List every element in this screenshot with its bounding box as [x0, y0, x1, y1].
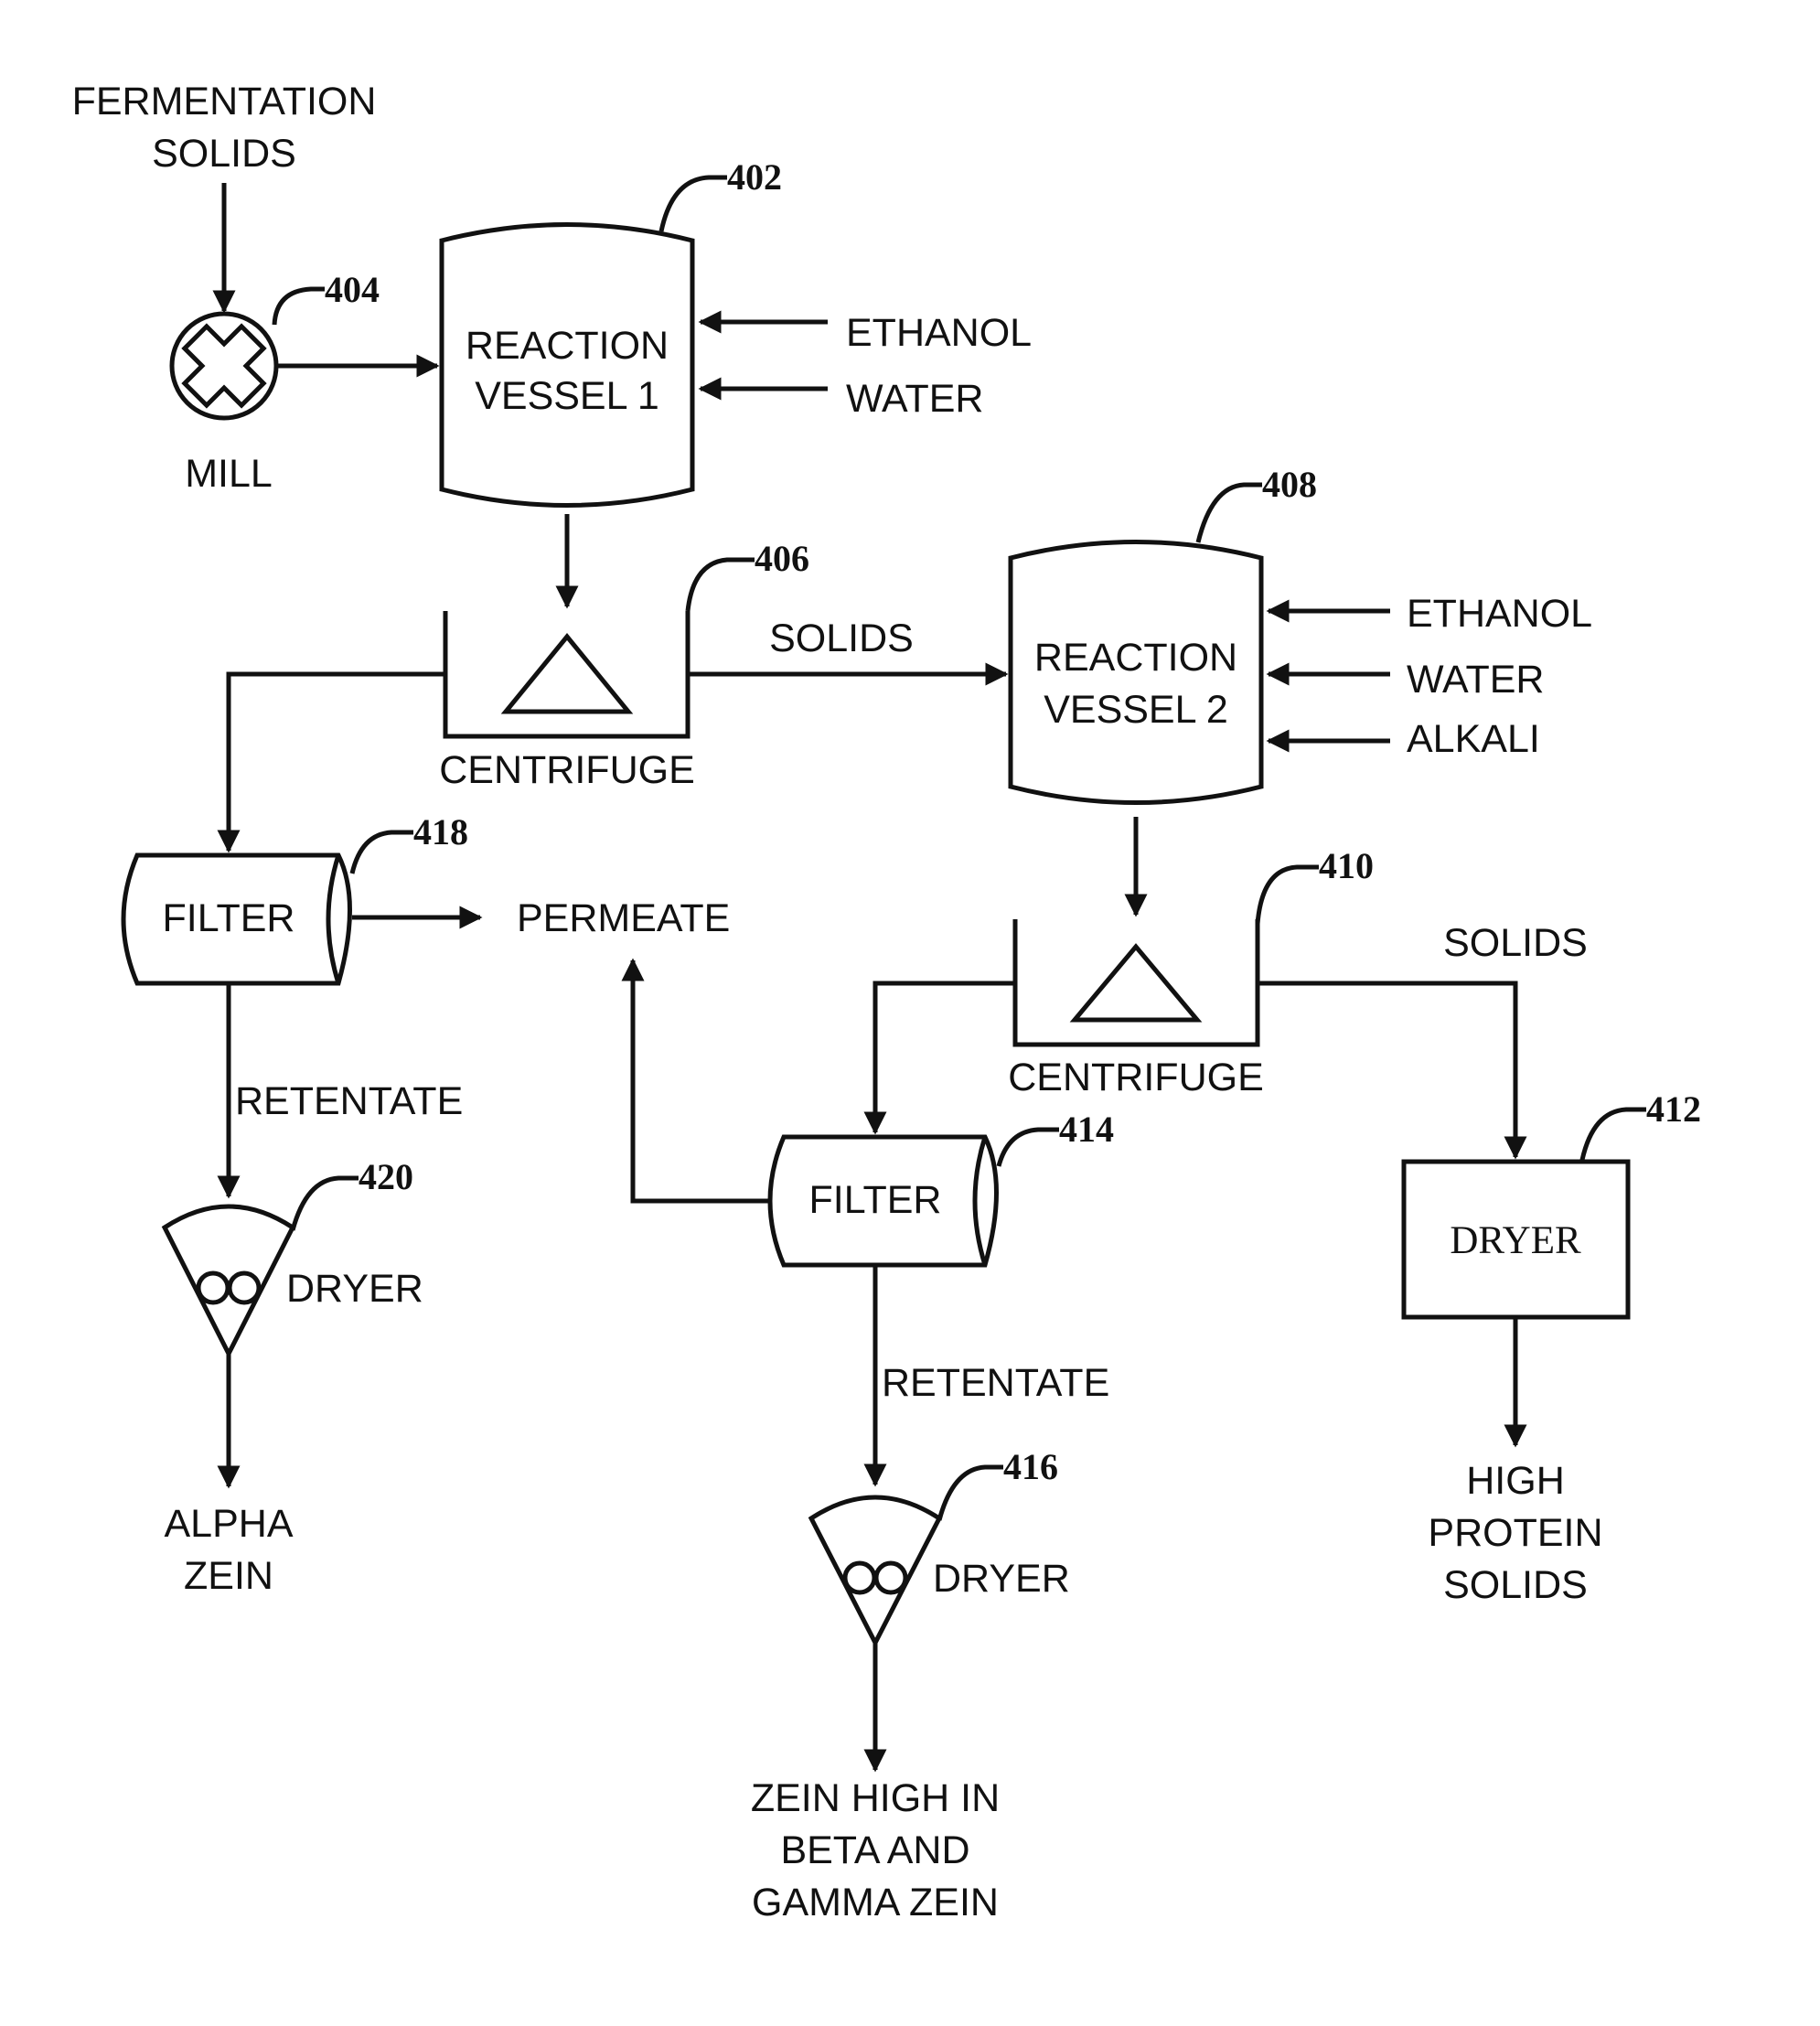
- product3-line1: HIGH: [1466, 1459, 1565, 1503]
- vessel1-label-line2: VESSEL 1: [475, 374, 659, 418]
- dryer-1: [165, 1206, 293, 1354]
- vessel1-label-line1: REACTION: [466, 324, 669, 368]
- centrifuge1-solids-label: SOLIDS: [769, 616, 914, 660]
- vessel2-ref-leader: [1198, 485, 1262, 542]
- permeate-label: PERMEATE: [517, 896, 730, 940]
- dryer2-label: DRYER: [933, 1557, 1070, 1601]
- filter2-to-permeate-arrow: [633, 960, 768, 1201]
- centrifuge2-solids-label: SOLIDS: [1443, 921, 1588, 965]
- retentate1-label: RETENTATE: [235, 1079, 463, 1123]
- product1-line1: ALPHA: [164, 1502, 293, 1546]
- filter2-ref-leader: [999, 1130, 1059, 1166]
- feed-label-line2: SOLIDS: [152, 132, 296, 176]
- centrifuge-2: [1015, 919, 1258, 1045]
- centrifuge2-to-dryer3-arrow: [1258, 983, 1515, 1157]
- filter1-ref: 418: [413, 811, 468, 852]
- product2-line1: ZEIN HIGH IN: [751, 1776, 1000, 1820]
- vessel1-ref-leader: [661, 177, 727, 231]
- centrifuge1-label: CENTRIFUGE: [439, 748, 695, 792]
- mill-ref: 404: [325, 269, 380, 310]
- vessel1-ref: 402: [727, 156, 782, 198]
- vessel2-input-ethanol: ETHANOL: [1407, 592, 1592, 636]
- dryer3-ref: 412: [1646, 1088, 1701, 1130]
- feed-label-line1: FERMENTATION: [72, 80, 377, 123]
- mill-ref-leader: [274, 289, 325, 325]
- filter2-label: FILTER: [809, 1178, 942, 1222]
- product1-line2: ZEIN: [184, 1554, 273, 1598]
- mill-icon: [167, 309, 281, 423]
- centrifuge2-label: CENTRIFUGE: [1008, 1056, 1264, 1099]
- dryer1-ref: 420: [359, 1156, 413, 1197]
- dryer2-ref: 416: [1003, 1446, 1058, 1487]
- dryer2-ref-leader: [939, 1467, 1003, 1520]
- dryer3-label: DRYER: [1450, 1219, 1581, 1262]
- filter1-ref-leader: [352, 832, 413, 874]
- product2-line2: BETA AND: [780, 1828, 969, 1872]
- dryer1-label: DRYER: [286, 1267, 423, 1311]
- vessel2-label-line1: REACTION: [1034, 636, 1237, 680]
- filter1-label: FILTER: [163, 896, 295, 940]
- vessel2-label-line2: VESSEL 2: [1044, 688, 1228, 732]
- vessel1-input-ethanol: ETHANOL: [846, 311, 1032, 355]
- dryer1-ref-leader: [293, 1178, 359, 1230]
- centrifuge-1: [445, 611, 688, 736]
- product3-line2: PROTEIN: [1428, 1511, 1602, 1555]
- filter2-ref: 414: [1059, 1109, 1114, 1150]
- vessel1-input-water: WATER: [846, 377, 983, 421]
- vessel2-input-water: WATER: [1407, 658, 1544, 702]
- centrifuge-1-triangle-icon: [506, 637, 628, 712]
- centrifuge-2-triangle-icon: [1075, 947, 1197, 1020]
- vessel2-input-alkali: ALKALI: [1407, 717, 1540, 761]
- centrifuge2-ref-leader: [1258, 867, 1319, 924]
- product2-line3: GAMMA ZEIN: [752, 1881, 999, 1924]
- centrifuge1-ref: 406: [755, 538, 809, 579]
- dryer3-ref-leader: [1582, 1109, 1646, 1160]
- mill-label: MILL: [185, 452, 273, 496]
- centrifuge2-to-filter2-arrow: [875, 983, 1015, 1132]
- vessel2-ref: 408: [1262, 464, 1317, 505]
- dryer-2: [811, 1497, 939, 1643]
- retentate2-label: RETENTATE: [882, 1361, 1109, 1405]
- product3-line3: SOLIDS: [1443, 1563, 1588, 1607]
- centrifuge1-ref-leader: [688, 560, 755, 611]
- centrifuge2-ref: 410: [1319, 845, 1374, 886]
